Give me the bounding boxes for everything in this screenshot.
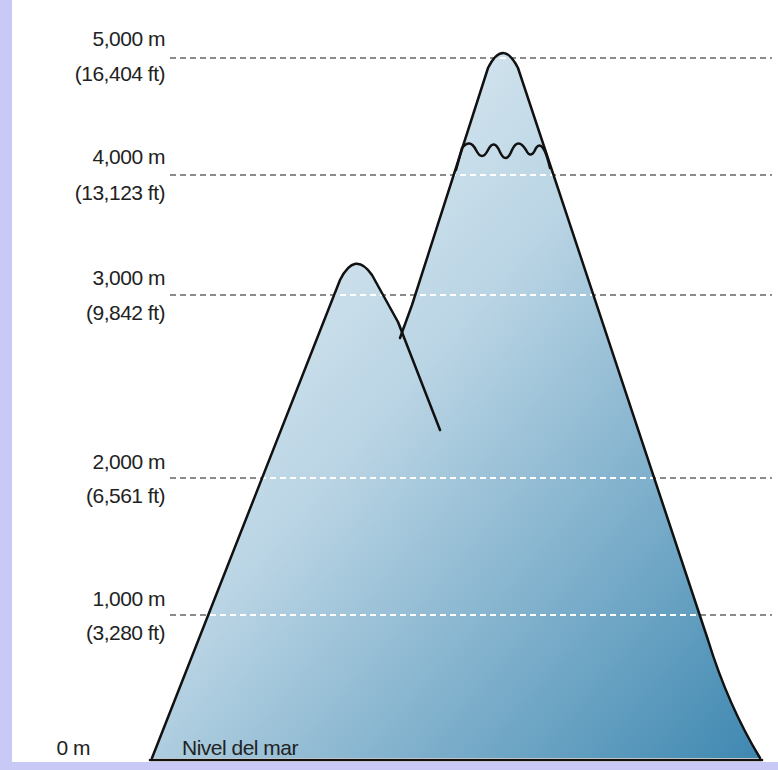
altitude-feet: (6,561 ft) <box>86 484 165 507</box>
altitude-feet: (9,842 ft) <box>86 301 165 324</box>
sea-level-line <box>150 759 762 762</box>
mountain-fill <box>152 53 760 758</box>
altitude-feet: (16,404 ft) <box>75 62 165 85</box>
sea-level-label: Nivel del mar <box>182 736 298 759</box>
snow-line <box>456 143 550 170</box>
altitude-meters: 4,000 m <box>93 145 165 168</box>
altitude-meters: 3,000 m <box>93 266 165 289</box>
altitude-feet: (3,280 ft) <box>86 621 165 644</box>
altitude-meters: 1,000 m <box>93 587 165 610</box>
altitude-feet: (13,123 ft) <box>75 181 165 204</box>
altitude-lines-on-mountain <box>170 58 772 615</box>
altitude-lines <box>170 58 772 615</box>
altitude-meters: 0 m <box>56 736 90 759</box>
white-panel <box>12 0 778 762</box>
altitude-meters: 2,000 m <box>93 450 165 473</box>
mountain-outline <box>150 53 762 760</box>
altitude-meters: 5,000 m <box>93 27 165 50</box>
